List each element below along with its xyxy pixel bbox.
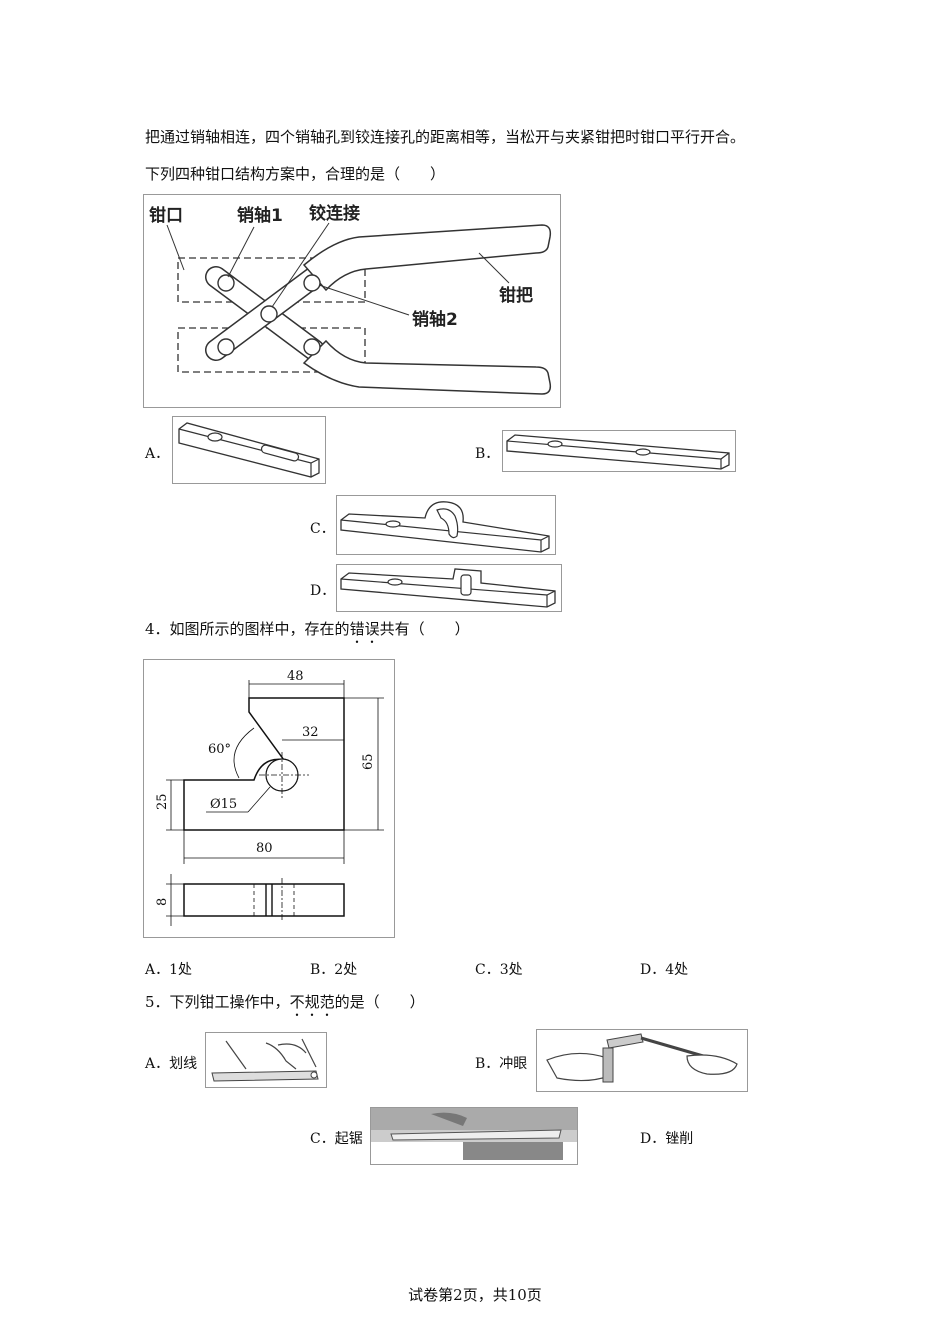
q4-number: 4． — [145, 620, 170, 638]
label-handle: 钳把 — [499, 285, 533, 306]
q5-option-d[interactable]: D．锉削 — [640, 1128, 693, 1148]
page-footer: 试卷第2页，共10页 — [408, 1286, 542, 1304]
q5-option-a-text: 划线 — [169, 1056, 198, 1072]
q4-question: 4．如图所示的图样中，存在的错误共有（ ） — [145, 618, 470, 647]
q5-option-b[interactable]: B．冲眼 — [475, 1053, 527, 1073]
q5-option-d-letter: D． — [640, 1131, 666, 1147]
q3-option-d-label[interactable]: D． — [310, 583, 336, 599]
q5-text-after: 的是（ ） — [334, 993, 425, 1011]
q4-option-a-letter: A． — [145, 962, 170, 978]
q5-text-before: 下列钳工操作中， — [169, 993, 290, 1011]
q5-option-b-text: 冲眼 — [499, 1056, 528, 1072]
label-jaw: 钳口 — [149, 205, 183, 226]
dim-80: 80 — [256, 841, 273, 856]
q4-option-c-text: 3处 — [499, 962, 523, 978]
dim-48: 48 — [287, 669, 304, 684]
q5-option-a-image[interactable] — [205, 1032, 327, 1088]
q5-option-a-letter: A． — [145, 1056, 170, 1072]
pliers-diagram: 钳口 销轴1 铰连接 钳把 销轴2 — [143, 194, 561, 408]
label-hinge: 铰连接 — [309, 203, 360, 224]
q5-option-b-image[interactable] — [536, 1029, 748, 1092]
q4-option-a-text: 1处 — [169, 962, 193, 978]
q4-option-d-letter: D． — [640, 962, 666, 978]
q5-option-c-image[interactable] — [370, 1107, 578, 1165]
q4-text-emphasis: 错误 — [349, 620, 380, 638]
dim-65: 65 — [361, 753, 376, 770]
dim-8: 8 — [155, 898, 170, 906]
q4-option-d[interactable]: D．4处 — [640, 959, 688, 979]
q3-option-c-image[interactable] — [336, 495, 556, 555]
q4-option-d-text: 4处 — [665, 962, 689, 978]
q4-option-b[interactable]: B．2处 — [310, 959, 357, 979]
engineering-drawing: 48 32 60° 65 25 Ø15 80 — [143, 659, 395, 938]
q5-option-d-text: 锉削 — [665, 1131, 694, 1147]
q3-option-b-label[interactable]: B． — [475, 446, 500, 462]
q5-question: 5．下列钳工操作中，不规范的是（ ） — [145, 991, 425, 1020]
q3-question: 下列四种钳口结构方案中，合理的是（ ） — [145, 165, 446, 183]
dim-60-deg: 60° — [208, 742, 231, 757]
q3-option-a-image[interactable] — [172, 416, 326, 484]
label-pin1: 销轴1 — [237, 205, 283, 226]
dim-25: 25 — [155, 793, 170, 810]
q5-option-b-letter: B． — [475, 1056, 500, 1072]
q3-intro-line: 把通过销轴相连，四个销轴孔到铰连接孔的距离相等，当松开与夹紧钳把时钳口平行开合。 — [145, 128, 746, 146]
q3-option-d-image[interactable] — [336, 564, 562, 612]
q4-option-c[interactable]: C．3处 — [475, 959, 523, 979]
q3-option-b-image[interactable] — [502, 430, 736, 472]
q4-option-c-letter: C． — [475, 962, 500, 978]
dim-diameter-15: Ø15 — [210, 797, 237, 812]
q3-option-c-label[interactable]: C． — [310, 521, 335, 537]
q4-option-b-letter: B． — [310, 962, 335, 978]
q5-option-c-text: 起锯 — [334, 1131, 363, 1147]
q3-option-a-label[interactable]: A． — [145, 446, 170, 462]
q4-option-b-text: 2处 — [334, 962, 358, 978]
q5-text-emphasis: 不规范 — [289, 993, 335, 1011]
q5-option-c-letter: C． — [310, 1131, 335, 1147]
q4-option-a[interactable]: A．1处 — [145, 959, 192, 979]
q5-option-c[interactable]: C．起锯 — [310, 1128, 363, 1148]
q5-option-a[interactable]: A．划线 — [145, 1053, 197, 1073]
q5-number: 5． — [145, 993, 170, 1011]
dim-32: 32 — [302, 725, 319, 740]
label-pin2: 销轴2 — [412, 309, 458, 330]
q4-text-before: 如图所示的图样中，存在的 — [169, 620, 350, 638]
q4-text-after: 共有（ ） — [379, 620, 470, 638]
